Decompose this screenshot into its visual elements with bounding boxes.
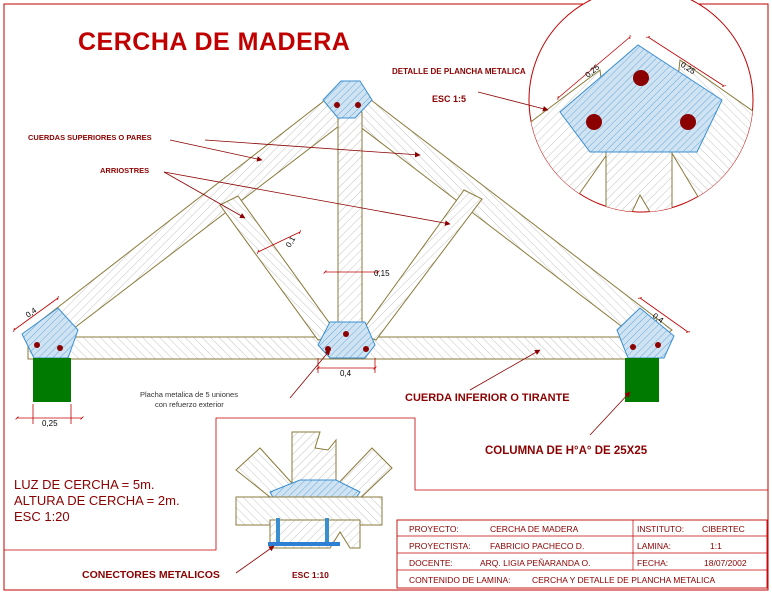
label-bottom-chord: CUERDA INFERIOR O TIRANTE bbox=[405, 392, 570, 404]
bolt bbox=[34, 342, 40, 348]
note-height: ALTURA DE CERCHA = 2m. bbox=[14, 493, 180, 508]
tb-sheet-label: LAMINA: bbox=[637, 541, 671, 551]
bolt bbox=[325, 346, 331, 352]
label-top-chords: CUERDAS SUPERIORES O PARES bbox=[28, 133, 152, 142]
bolt bbox=[343, 331, 349, 337]
right-concrete-column bbox=[625, 358, 659, 402]
tb-designer-value: FABRICIO PACHECO D. bbox=[490, 541, 584, 551]
center-gusset-plate bbox=[317, 321, 376, 359]
dim-left-plate: 0,4 bbox=[24, 306, 39, 320]
connector-base-plate bbox=[268, 542, 340, 546]
tb-teacher-label: DOCENTE: bbox=[409, 558, 453, 568]
dim-center-plate: 0,4 bbox=[340, 369, 352, 378]
leader-top-chords-1 bbox=[169, 139, 263, 162]
note-scale: ESC 1:20 bbox=[14, 509, 70, 524]
tb-designer-label: PROYECTISTA: bbox=[409, 541, 471, 551]
leader-plate bbox=[289, 349, 331, 399]
right-brace bbox=[359, 189, 483, 341]
tb-content-label: CONTENIDO DE LAMINA: bbox=[409, 575, 511, 585]
dim-column: 0,25 bbox=[42, 419, 58, 428]
label-plate-detail: DETALLE DE PLANCHA METALICA bbox=[392, 67, 526, 76]
tb-teacher-value: ARQ. LIGIA PEÑARANDA O. bbox=[480, 558, 591, 568]
label-braces: ARRIOSTRES bbox=[100, 166, 149, 175]
detail-bolt bbox=[586, 114, 602, 130]
leader-braces-1 bbox=[163, 171, 246, 219]
bolt bbox=[363, 346, 369, 352]
tb-content-value: CERCHA Y DETALLE DE PLANCHA METALICA bbox=[532, 575, 715, 585]
label-column: COLUMNA DE H°A° DE 25X25 bbox=[485, 445, 648, 457]
top-gusset-plate bbox=[322, 80, 373, 119]
tb-date-label: FECHA: bbox=[637, 558, 668, 568]
label-connectors-scale: ESC 1:10 bbox=[292, 570, 329, 580]
frame-lower-divider bbox=[4, 417, 768, 551]
dim-brace: 0,1 bbox=[284, 234, 298, 249]
tb-project-label: PROYECTO: bbox=[409, 524, 459, 534]
dim-king-post: 0,15 bbox=[374, 269, 390, 278]
note-span: LUZ DE CERCHA = 5m. bbox=[14, 477, 155, 492]
king-post bbox=[337, 111, 363, 338]
label-connectors: CONECTORES METALICOS bbox=[82, 569, 220, 581]
label-plate-line1: Placha metalica de 5 uniones bbox=[140, 390, 238, 399]
leader-braces-2 bbox=[163, 171, 451, 226]
connector-detail bbox=[235, 431, 393, 549]
bolt bbox=[655, 342, 661, 348]
left-concrete-column bbox=[33, 358, 71, 402]
leader-column bbox=[589, 391, 631, 436]
leader-top-chords-2 bbox=[204, 139, 421, 158]
bolt bbox=[630, 344, 636, 350]
title-block: PROYECTO: CERCHA DE MADERA INSTITUTO: CI… bbox=[396, 519, 768, 589]
tb-institute-label: INSTITUTO: bbox=[637, 524, 684, 534]
leader-bottom-chord bbox=[469, 349, 541, 391]
truss bbox=[21, 80, 675, 402]
leader-detail bbox=[477, 91, 549, 112]
detail-bolt bbox=[680, 114, 696, 130]
plate-detail-circle: 0,25 0,25 bbox=[528, 0, 754, 213]
bolt bbox=[355, 102, 361, 108]
label-plate-line2: con refuerzo exterior bbox=[155, 400, 224, 409]
tb-date-value: 18/07/2002 bbox=[704, 558, 747, 568]
detail-bolt bbox=[633, 70, 649, 86]
tb-project-value: CERCHA DE MADERA bbox=[490, 524, 579, 534]
bolt bbox=[334, 102, 340, 108]
drawing-title: CERCHA DE MADERA bbox=[78, 28, 350, 56]
tb-institute-value: CIBERTEC bbox=[702, 524, 745, 534]
sheet-border bbox=[3, 3, 769, 591]
left-brace bbox=[219, 195, 339, 341]
leader-connectors bbox=[235, 545, 275, 574]
bolt bbox=[57, 345, 63, 351]
tb-sheet-value: 1:1 bbox=[710, 541, 722, 551]
label-plate-detail-scale: ESC 1:5 bbox=[432, 94, 466, 104]
